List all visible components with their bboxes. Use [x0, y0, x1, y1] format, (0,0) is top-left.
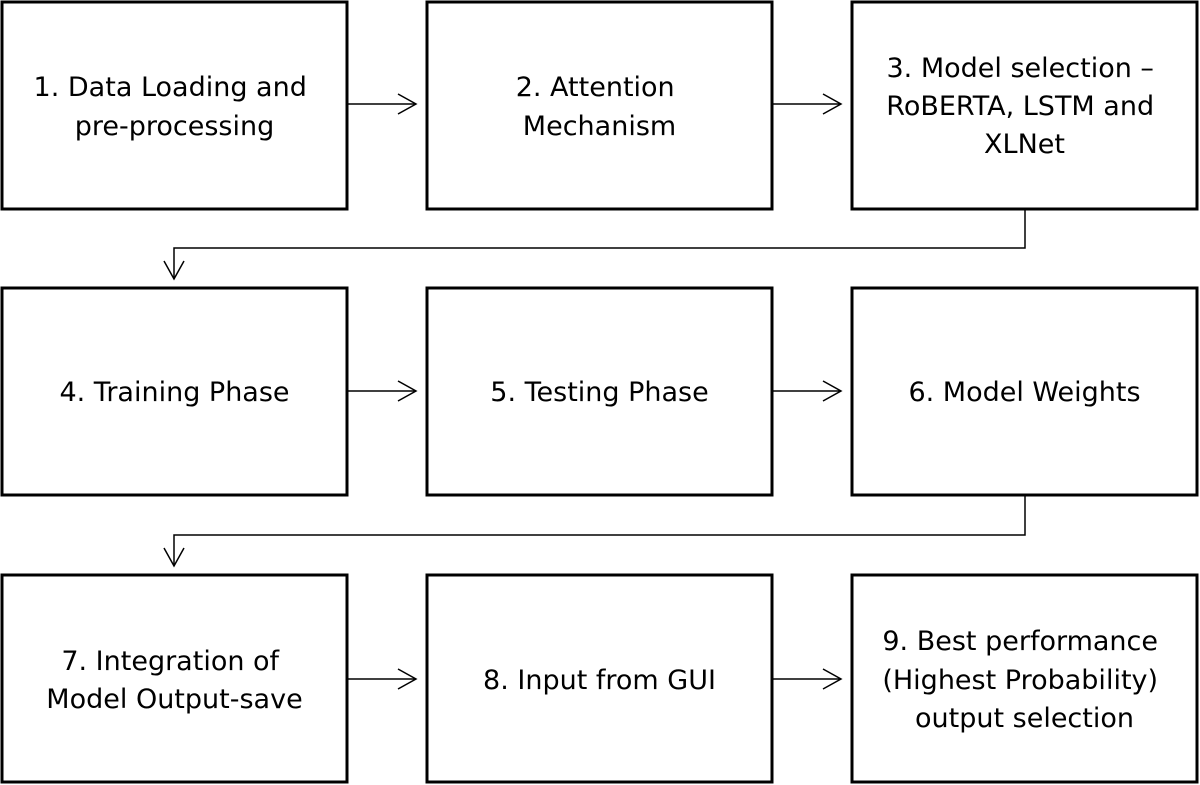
svg-text:8. Input from GUI: 8. Input from GUI [483, 665, 716, 696]
step-box-2: 2. Attention Mechanism [425, 0, 774, 211]
svg-text:7. Integration of Model: 7. Integration of Model Output-save [46, 646, 302, 715]
arrow-1-to-2 [347, 93, 418, 115]
arrow-4-to-5 [347, 380, 418, 402]
step-3-line-2: RoBERTA, LSTM and [886, 91, 1154, 122]
step-6-line-1: 6. Model Weights [908, 377, 1140, 408]
step-2-line-1: 2. Attention [516, 72, 675, 103]
svg-text:4. Training Phase: 4. Training Phase [59, 377, 289, 408]
arrow-3-to-4 [163, 209, 1026, 281]
step-9-line-1: 9. Best performance [882, 626, 1158, 657]
step-3-line-1: 3. Model selection – [886, 53, 1153, 84]
step-1-line-1: 1. Data Loading and [34, 72, 307, 103]
svg-text:1. Data Loading and pre-: 1. Data Loading and pre-processing [34, 72, 316, 142]
arrow-6-to-7 [163, 495, 1026, 568]
arrow-5-to-6 [772, 380, 843, 402]
step-4-line-1: 4. Training Phase [59, 377, 289, 408]
step-box-8: 8. Input from GUI [425, 573, 774, 784]
svg-text:6. Model Weights: 6. Model Weights [908, 377, 1140, 408]
svg-text:3. Model selection – RoB: 3. Model selection – RoBERTA, LSTM and X… [886, 53, 1162, 160]
step-9-line-2: (Highest Probability) [882, 665, 1158, 696]
step-3-line-3: XLNet [984, 129, 1065, 160]
arrow-7-to-8 [347, 668, 418, 690]
step-8-line-1: 8. Input from GUI [483, 665, 716, 696]
step-7-line-1: 7. Integration of [61, 646, 280, 677]
svg-text:2. Attention Mechanism: 2. Attention Mechanism [516, 72, 684, 142]
svg-text:5. Testing Phase: 5. Testing Phase [490, 377, 708, 408]
step-box-1: 1. Data Loading and pre-processing [0, 0, 349, 211]
arrow-2-to-3 [772, 93, 843, 115]
arrow-8-to-9 [772, 668, 843, 690]
step-box-6: 6. Model Weights [850, 286, 1199, 497]
step-box-9: 9. Best performance (Highest Probability… [850, 573, 1199, 784]
step-1-line-2: pre-processing [75, 111, 275, 142]
step-5-line-1: 5. Testing Phase [490, 377, 708, 408]
step-box-3: 3. Model selection – RoBERTA, LSTM and X… [850, 0, 1199, 211]
step-box-4: 4. Training Phase [0, 286, 349, 497]
svg-text:9. Best performance (Hig: 9. Best performance (Highest Probability… [882, 626, 1166, 734]
step-7-line-2: Model Output-save [46, 684, 302, 715]
step-2-line-2: Mechanism [523, 111, 676, 142]
step-box-7: 7. Integration of Model Output-save [0, 573, 349, 784]
step-box-5: 5. Testing Phase [425, 286, 774, 497]
step-9-line-3: output selection [915, 703, 1134, 734]
